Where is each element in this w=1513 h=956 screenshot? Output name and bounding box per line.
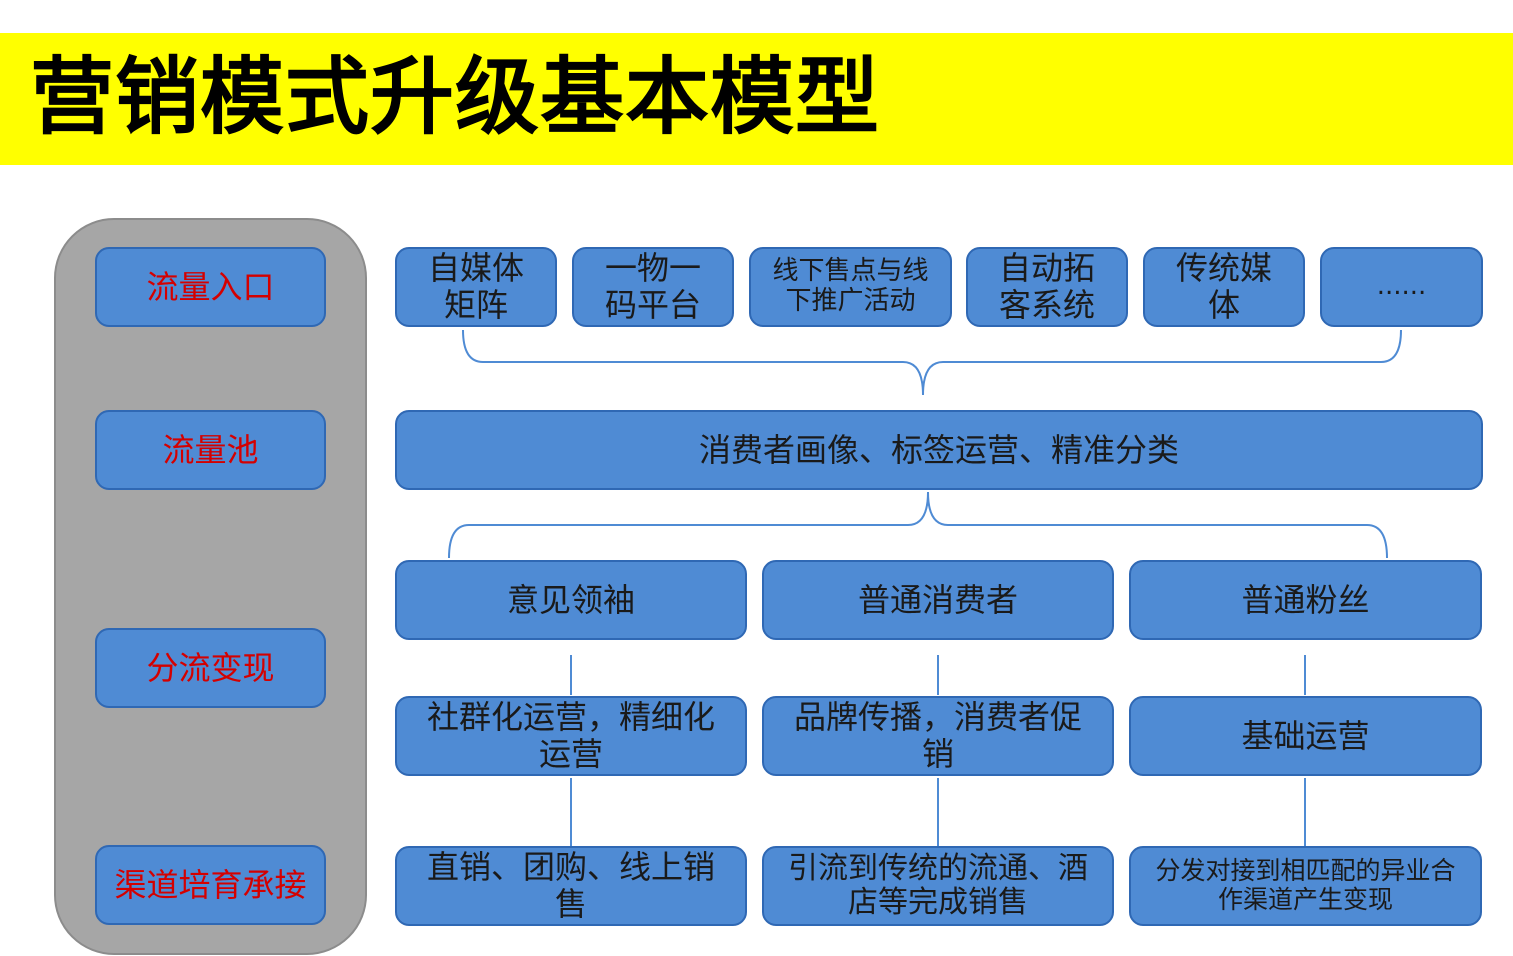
segment-box-fans: 普通粉丝 bbox=[1129, 560, 1482, 640]
channel-box-direct-sales: 直销、团购、线上销售 bbox=[395, 846, 747, 926]
operation-box-brand: 品牌传播，消费者促销 bbox=[762, 696, 1114, 776]
pool-box: 消费者画像、标签运营、精准分类 bbox=[395, 410, 1483, 490]
operation-box-basic: 基础运营 bbox=[1129, 696, 1482, 776]
page-title: 营销模式升级基本模型 bbox=[30, 48, 881, 146]
pool-brace bbox=[448, 491, 1388, 559]
stage-label-diversion: 分流变现 bbox=[95, 628, 326, 708]
segment-box-opinion-leader: 意见领袖 bbox=[395, 560, 747, 640]
segment-box-consumer: 普通消费者 bbox=[762, 560, 1114, 640]
entry-box-more: ...... bbox=[1320, 247, 1483, 327]
title-banner bbox=[0, 33, 1513, 165]
stage-label-traffic-pool: 流量池 bbox=[95, 410, 326, 490]
entry-brace bbox=[462, 329, 1402, 396]
entry-box-traditional-media: 传统媒体 bbox=[1143, 247, 1305, 327]
channel-box-cross-industry: 分发对接到相匹配的异业合作渠道产生变现 bbox=[1129, 846, 1482, 926]
entry-box-self-media: 自媒体矩阵 bbox=[395, 247, 557, 327]
entry-box-qr-platform: 一物一码平台 bbox=[572, 247, 734, 327]
operation-box-community: 社群化运营，精细化运营 bbox=[395, 696, 747, 776]
stage-sidebar bbox=[54, 218, 367, 955]
channel-box-traditional: 引流到传统的流通、酒店等完成销售 bbox=[762, 846, 1114, 926]
stage-label-channel: 渠道培育承接 bbox=[95, 845, 326, 925]
stage-label-traffic-entry: 流量入口 bbox=[95, 247, 326, 327]
entry-box-offline: 线下售点与线下推广活动 bbox=[749, 247, 952, 327]
entry-box-auto-acquisition: 自动拓客系统 bbox=[966, 247, 1128, 327]
